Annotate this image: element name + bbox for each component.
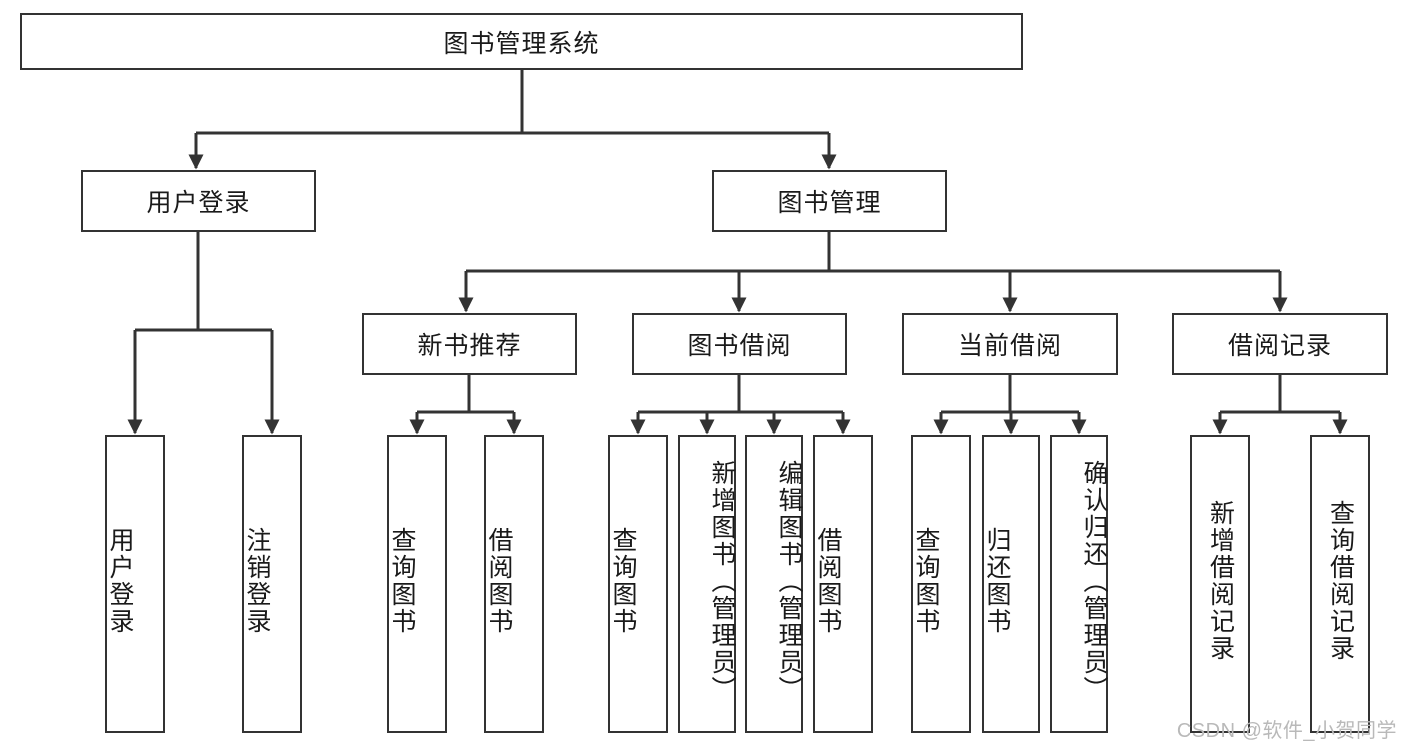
node-book-management-label: 图书管理 — [777, 189, 882, 217]
node-borrow-record-label: 借阅记录 — [1227, 332, 1332, 360]
leaf-br-add-record-label: 新增借阅记录 — [1206, 500, 1235, 662]
node-user-login-label: 用户登录 — [146, 189, 251, 217]
leaf-bb-add-book-admin-label: 新增图书（管理员） — [708, 459, 736, 703]
node-book-borrow-label: 图书借阅 — [687, 332, 792, 360]
leaf-logout-login[interactable]: 注销登录 — [242, 435, 302, 733]
leaf-bb-edit-book-admin-label: 编辑图书（管理员） — [775, 459, 803, 703]
node-root-label: 图书管理系统 — [443, 29, 600, 58]
watermark: CSDN @软件_小贺同学 — [1176, 720, 1397, 742]
leaf-br-query-record-label: 查询借阅记录 — [1326, 500, 1355, 662]
leaf-cb-confirm-return-admin[interactable]: 确认归还（管理员） — [1050, 435, 1108, 733]
leaf-cb-query-book[interactable]: 查询图书 — [911, 435, 971, 733]
leaf-cb-return-book[interactable]: 归还图书 — [982, 435, 1040, 733]
leaf-nbr-borrow-book[interactable]: 借阅图书 — [484, 435, 544, 733]
node-borrow-record[interactable]: 借阅记录 — [1172, 313, 1388, 375]
node-new-book-recommend[interactable]: 新书推荐 — [362, 313, 577, 375]
leaf-cb-confirm-return-admin-label: 确认归还（管理员） — [1080, 459, 1108, 703]
node-book-management[interactable]: 图书管理 — [712, 170, 947, 232]
node-current-borrow-label: 当前借阅 — [957, 332, 1062, 360]
leaf-logout-login-label: 注销登录 — [243, 527, 271, 635]
leaf-bb-borrow-book[interactable]: 借阅图书 — [813, 435, 873, 733]
node-user-login[interactable]: 用户登录 — [81, 170, 316, 232]
leaf-nbr-query-book-label: 查询图书 — [388, 527, 416, 635]
leaf-bb-query-book-label: 查询图书 — [609, 527, 637, 635]
leaf-bb-query-book[interactable]: 查询图书 — [608, 435, 668, 733]
leaf-user-login[interactable]: 用户登录 — [105, 435, 165, 733]
leaf-bb-add-book-admin[interactable]: 新增图书（管理员） — [678, 435, 736, 733]
leaf-nbr-query-book[interactable]: 查询图书 — [387, 435, 447, 733]
leaf-nbr-borrow-book-label: 借阅图书 — [485, 527, 513, 635]
node-current-borrow[interactable]: 当前借阅 — [902, 313, 1118, 375]
leaf-bb-borrow-book-label: 借阅图书 — [814, 527, 842, 635]
leaf-user-login-label: 用户登录 — [106, 527, 134, 635]
leaf-cb-return-book-label: 归还图书 — [983, 527, 1011, 635]
leaf-bb-edit-book-admin[interactable]: 编辑图书（管理员） — [745, 435, 803, 733]
leaf-br-query-record[interactable]: 查询借阅记录 — [1310, 435, 1370, 733]
node-root[interactable]: 图书管理系统 — [20, 13, 1023, 70]
node-new-book-recommend-label: 新书推荐 — [417, 332, 522, 360]
leaf-cb-query-book-label: 查询图书 — [912, 527, 940, 635]
leaf-br-add-record[interactable]: 新增借阅记录 — [1190, 435, 1250, 733]
node-book-borrow[interactable]: 图书借阅 — [632, 313, 847, 375]
